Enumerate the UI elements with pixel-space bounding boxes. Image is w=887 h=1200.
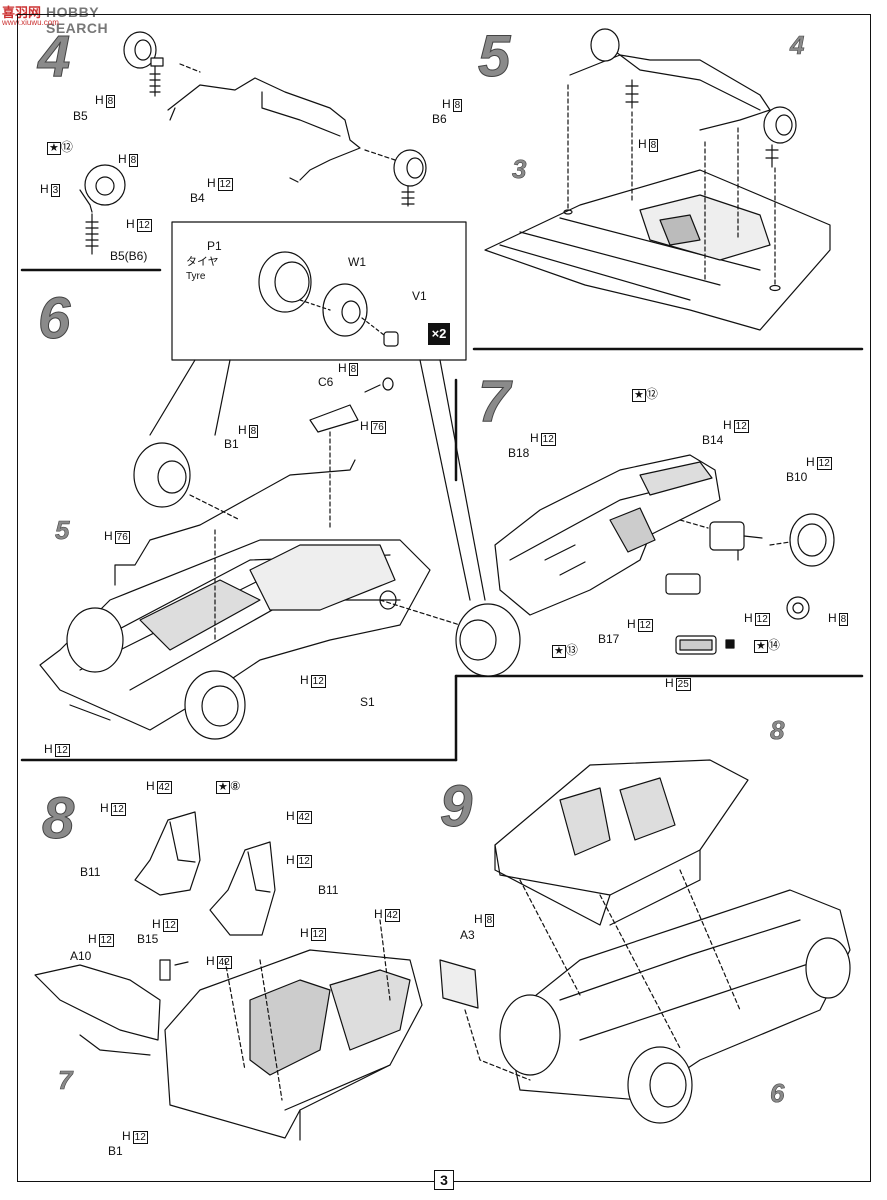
step7-star14-label: ★⑭ bbox=[754, 638, 780, 653]
step8-star8-label: ★⑧ bbox=[216, 779, 241, 794]
inset-tyre-jp: タイヤ bbox=[186, 256, 219, 268]
inset-p1-label: P1 bbox=[207, 239, 222, 253]
step8-interior-drawing bbox=[34, 811, 423, 1141]
step9-ref-6: 6 bbox=[770, 1078, 785, 1109]
step6-s1-label: S1 bbox=[360, 695, 375, 709]
step4-b4-label: B4 bbox=[190, 191, 205, 205]
step4-b6-label: B6 bbox=[432, 112, 447, 126]
step4-star12-label: ★⑫ bbox=[47, 140, 73, 155]
step8-b15-label: B15 bbox=[137, 932, 159, 946]
step4-suspension-drawing bbox=[79, 31, 427, 255]
inset-w1-label: W1 bbox=[348, 255, 366, 269]
step5-number: 5 bbox=[477, 24, 511, 89]
step8-b11b-label: B11 bbox=[318, 883, 339, 897]
step7-b18-label: B18 bbox=[508, 446, 530, 460]
step7-star12-label: ★⑫ bbox=[632, 387, 658, 402]
step7-star13-label: ★⑬ bbox=[552, 643, 578, 658]
step5-ref-3: 3 bbox=[512, 154, 527, 185]
page-number: 3 bbox=[434, 1170, 454, 1190]
step8-number: 8 bbox=[41, 786, 75, 851]
step6-b1-label: B1 bbox=[224, 437, 239, 451]
step8-a10-label: A10 bbox=[70, 949, 92, 963]
step9-a3-label: A3 bbox=[460, 928, 475, 942]
step6-ref-5: 5 bbox=[55, 515, 70, 546]
step7-b14-label: B14 bbox=[702, 433, 724, 447]
step5-chassis-drawing bbox=[484, 28, 831, 331]
step4-number: 4 bbox=[37, 24, 71, 89]
watermark: 喜羽网 HOBBY SEARCH www.xiuwu.com bbox=[0, 0, 160, 36]
step6-inset-box bbox=[149, 221, 486, 601]
step9-final-drawing bbox=[439, 759, 851, 1124]
watermark-logo: 喜羽网 bbox=[2, 5, 42, 20]
step7-dashboard-drawing bbox=[494, 454, 835, 655]
step8-b11a-label: B11 bbox=[80, 865, 101, 879]
step9-number: 9 bbox=[439, 774, 473, 839]
step6-chassis-drawing bbox=[39, 377, 521, 740]
step9-ref-8: 8 bbox=[770, 715, 785, 746]
inset-v1-label: V1 bbox=[412, 289, 427, 303]
inset-tyre-en: Tyre bbox=[186, 271, 206, 282]
step7-b10-label: B10 bbox=[786, 470, 808, 484]
section-dividers bbox=[20, 268, 864, 762]
step5-ref-4: 4 bbox=[790, 30, 805, 61]
step8-b1-label: B1 bbox=[108, 1144, 123, 1158]
step7-number: 7 bbox=[477, 369, 511, 434]
inset-quantity-badge: ×2 bbox=[428, 323, 450, 345]
step4-b5-label: B5 bbox=[73, 109, 88, 123]
watermark-text: HOBBY SEARCH bbox=[46, 4, 109, 36]
step4-b5b6-label: B5(B6) bbox=[110, 249, 148, 263]
step6-number: 6 bbox=[37, 286, 71, 351]
watermark-url: www.xiuwu.com bbox=[2, 18, 59, 27]
step6-c6-label: C6 bbox=[318, 375, 334, 389]
step8-ref-7: 7 bbox=[58, 1065, 73, 1096]
step7-b17-label: B17 bbox=[598, 632, 620, 646]
